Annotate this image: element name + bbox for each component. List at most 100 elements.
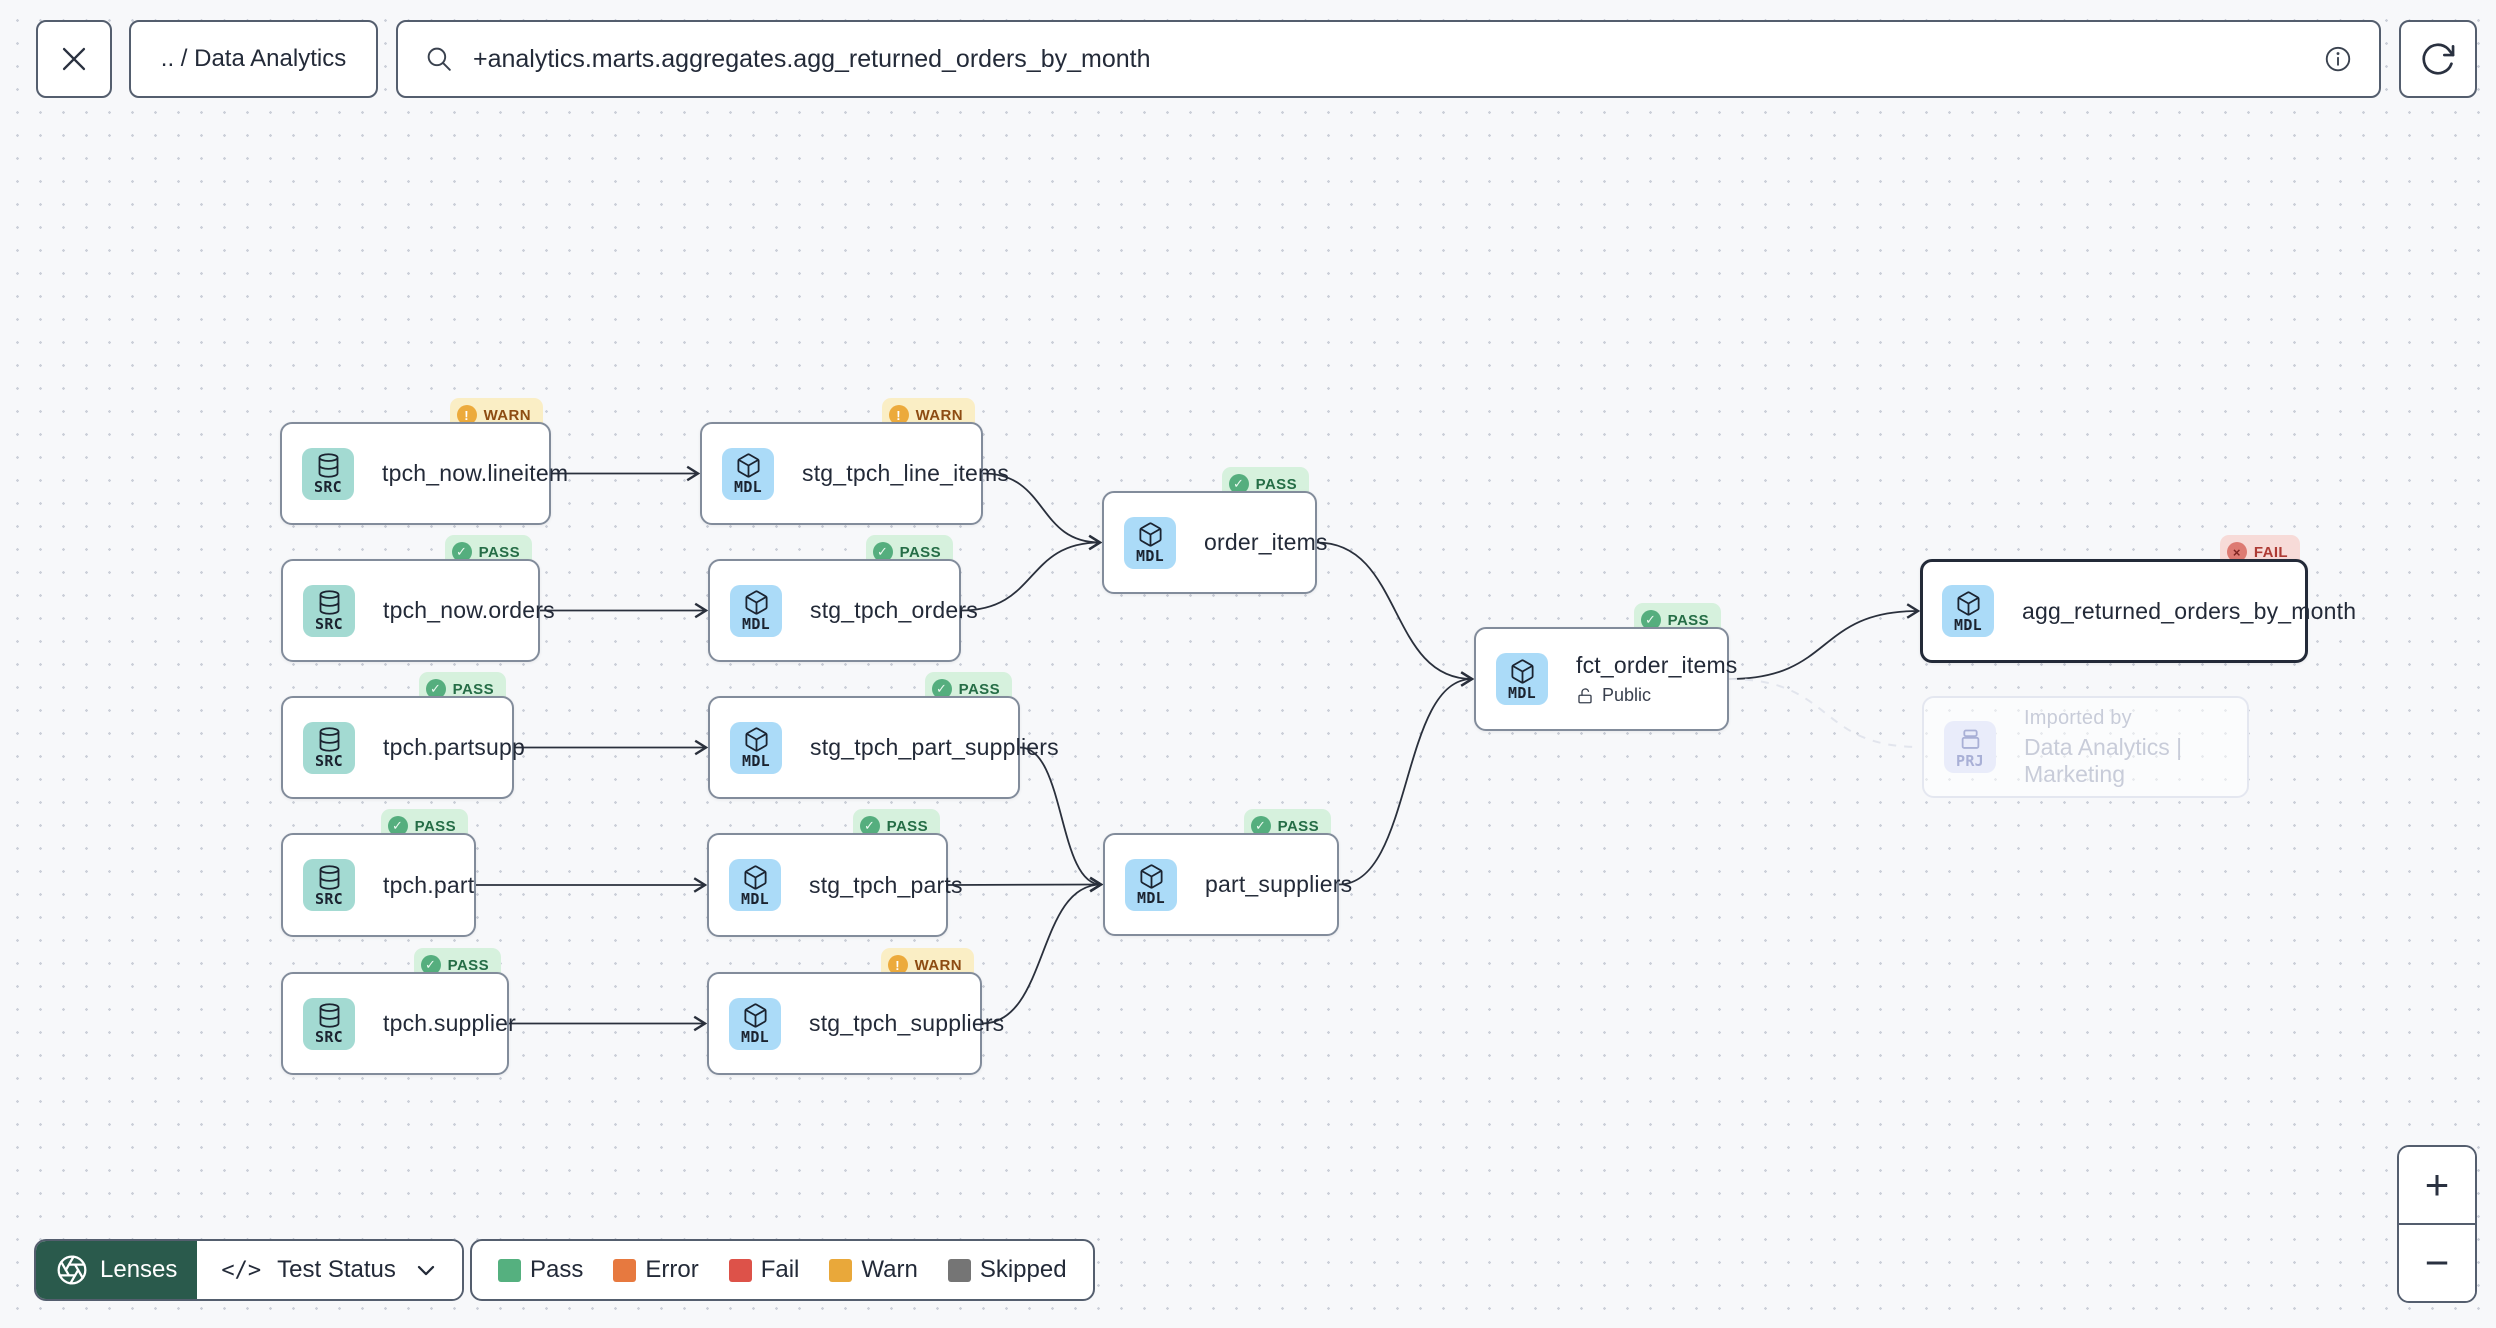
zoom-in-button[interactable]: + (2399, 1147, 2475, 1223)
lineage-node-fct_order_items[interactable]: ✓PASS MDL fct_order_items Public (1474, 603, 1737, 731)
edge-stg_tpch_suppliers-to-part_suppliers (981, 876, 1104, 1025)
lineage-node-tpch_partsupp[interactable]: ✓PASS SRC tpch.partsupp (281, 672, 525, 799)
legend-item-fail: Fail (728, 1256, 800, 1284)
node-type-chip-src: SRC (303, 721, 355, 774)
legend-label: Error (645, 1256, 699, 1283)
legend-label: Fail (760, 1256, 800, 1283)
node-type-chip-src: SRC (303, 997, 355, 1050)
database-icon (316, 1002, 343, 1029)
edge-fct_order_items-to-imported_by (1728, 678, 1921, 748)
node-label: agg_returned_orders_by_month (2022, 597, 2357, 624)
node-label: Imported by (2024, 706, 2132, 729)
lineage-node-order_items[interactable]: ✓PASS MDL order_items (1102, 467, 1327, 594)
lineage-node-stg_tpch_part_suppliers[interactable]: ✓PASS MDL stg_tpch_part_suppliers (708, 672, 1059, 799)
cube-icon (742, 1002, 769, 1029)
status-icon: ✓ (451, 542, 472, 562)
legend-item-warn: Warn (829, 1256, 918, 1284)
status-icon: ! (888, 405, 909, 425)
zoom-control: + − (2397, 1145, 2477, 1303)
node-type-chip-mdl: MDL (729, 997, 781, 1050)
aperture-icon (56, 1254, 88, 1286)
legend-item-error: Error (613, 1256, 699, 1284)
search-icon (424, 44, 455, 75)
cube-icon (1955, 590, 1982, 617)
status-icon: ✓ (1228, 474, 1249, 494)
node-type-chip-src: SRC (303, 859, 355, 911)
lineage-node-tpch_now_orders[interactable]: ✓PASS SRC tpch_now.orders (281, 535, 555, 662)
edge-stg_tpch_orders-to-order_items (960, 534, 1103, 612)
edge-stg_tpch_part_suppliers-to-part_suppliers (1019, 746, 1104, 893)
cube-icon (1138, 863, 1165, 890)
edge-order_items-to-fct_order_items (1316, 541, 1475, 687)
status-icon: ✓ (387, 816, 408, 836)
lineage-node-stg_tpch_suppliers[interactable]: !WARN MDL stg_tpch_suppliers (707, 948, 1004, 1075)
test-status-legend: Pass Error Fail Warn Skipped (470, 1239, 1095, 1301)
cube-icon (1137, 521, 1164, 548)
node-sublabel: Data Analytics | Marketing (2024, 733, 2183, 787)
node-type-chip-mdl: MDL (1125, 858, 1177, 911)
lens-control: Lenses </> Test Status (34, 1239, 464, 1301)
node-label: stg_tpch_orders (810, 597, 978, 623)
edge-part_suppliers-to-fct_order_items (1338, 671, 1475, 886)
legend-swatch (728, 1258, 752, 1282)
lineage-node-agg_returned_orders_by_month[interactable]: ×FAIL MDL agg_returned_orders_by_month (1920, 535, 2356, 663)
breadcrumb[interactable]: .. / Data Analytics (129, 20, 378, 98)
status-icon: ! (456, 405, 477, 425)
node-label: tpch.part (383, 871, 475, 898)
legend-label: Skipped (979, 1256, 1067, 1283)
node-label: tpch.partsupp (383, 734, 525, 760)
legend-swatch (613, 1258, 637, 1282)
lineage-node-stg_tpch_parts[interactable]: ✓PASS MDL stg_tpch_parts (707, 809, 962, 937)
database-icon (316, 589, 343, 616)
node-label: stg_tpch_part_suppliers (810, 734, 1059, 760)
lineage-node-part_suppliers[interactable]: ✓PASS MDL part_suppliers (1103, 809, 1352, 936)
refresh-button[interactable] (2399, 20, 2477, 98)
lineage-node-tpch_part[interactable]: ✓PASS SRC tpch.part (281, 809, 476, 937)
unlock-icon (1576, 687, 1594, 705)
status-icon: ✓ (931, 679, 952, 699)
lineage-node-stg_tpch_orders[interactable]: ✓PASS MDL stg_tpch_orders (708, 535, 978, 662)
node-label: order_items (1204, 529, 1328, 555)
legend-swatch (829, 1258, 853, 1282)
chevron-down-icon (412, 1256, 440, 1284)
node-sublabel: Public (1576, 685, 1651, 706)
node-type-chip-mdl: MDL (730, 584, 782, 637)
database-icon (316, 726, 343, 753)
node-body (281, 696, 514, 799)
status-icon: ✓ (1640, 610, 1661, 630)
legend-item-pass: Pass (498, 1256, 583, 1284)
cube-icon (743, 726, 770, 753)
node-type-chip-mdl: MDL (1942, 585, 1994, 637)
selected-lens-label: Test Status (277, 1256, 396, 1283)
lens-selector-dropdown[interactable]: </> Test Status (197, 1241, 462, 1299)
close-button[interactable] (36, 20, 112, 98)
node-label: fct_order_items (1576, 652, 1738, 678)
close-icon (57, 42, 91, 76)
legend-swatch (947, 1258, 971, 1282)
zoom-out-button[interactable]: − (2399, 1225, 2475, 1301)
legend-swatch (498, 1258, 521, 1282)
lenses-button[interactable]: Lenses (36, 1241, 198, 1299)
status-icon: ✓ (425, 679, 446, 699)
lineage-node-stg_tpch_line_items[interactable]: !WARN MDL stg_tpch_line_items (700, 398, 1009, 525)
node-type-chip-mdl: MDL (1496, 653, 1548, 705)
node-type-chip-mdl: MDL (730, 721, 782, 774)
status-icon: ! (887, 955, 908, 975)
lineage-node-imported_by[interactable]: PRJ Imported by Data Analytics | Marketi… (1922, 696, 2249, 798)
node-label: stg_tpch_line_items (802, 460, 1010, 486)
database-icon (315, 452, 342, 479)
node-type-chip-src: SRC (302, 447, 354, 500)
legend-label: Pass (530, 1256, 584, 1283)
node-type-chip-mdl: MDL (722, 447, 774, 500)
status-icon: ✓ (872, 542, 893, 562)
cube-icon (1509, 658, 1536, 685)
breadcrumb-label: .. / Data Analytics (160, 45, 347, 72)
node-body (1102, 491, 1317, 594)
node-label: tpch_now.orders (383, 597, 555, 623)
lineage-node-tpch_supplier[interactable]: ✓PASS SRC tpch.supplier (281, 948, 516, 1075)
lineage-node-tpch_now_lineitem[interactable]: !WARN SRC tpch_now.lineitem (280, 398, 568, 525)
info-icon[interactable] (2323, 44, 2353, 74)
code-icon: </> (221, 1257, 262, 1283)
lenses-label: Lenses (100, 1256, 178, 1283)
search-input[interactable] (473, 44, 2305, 74)
